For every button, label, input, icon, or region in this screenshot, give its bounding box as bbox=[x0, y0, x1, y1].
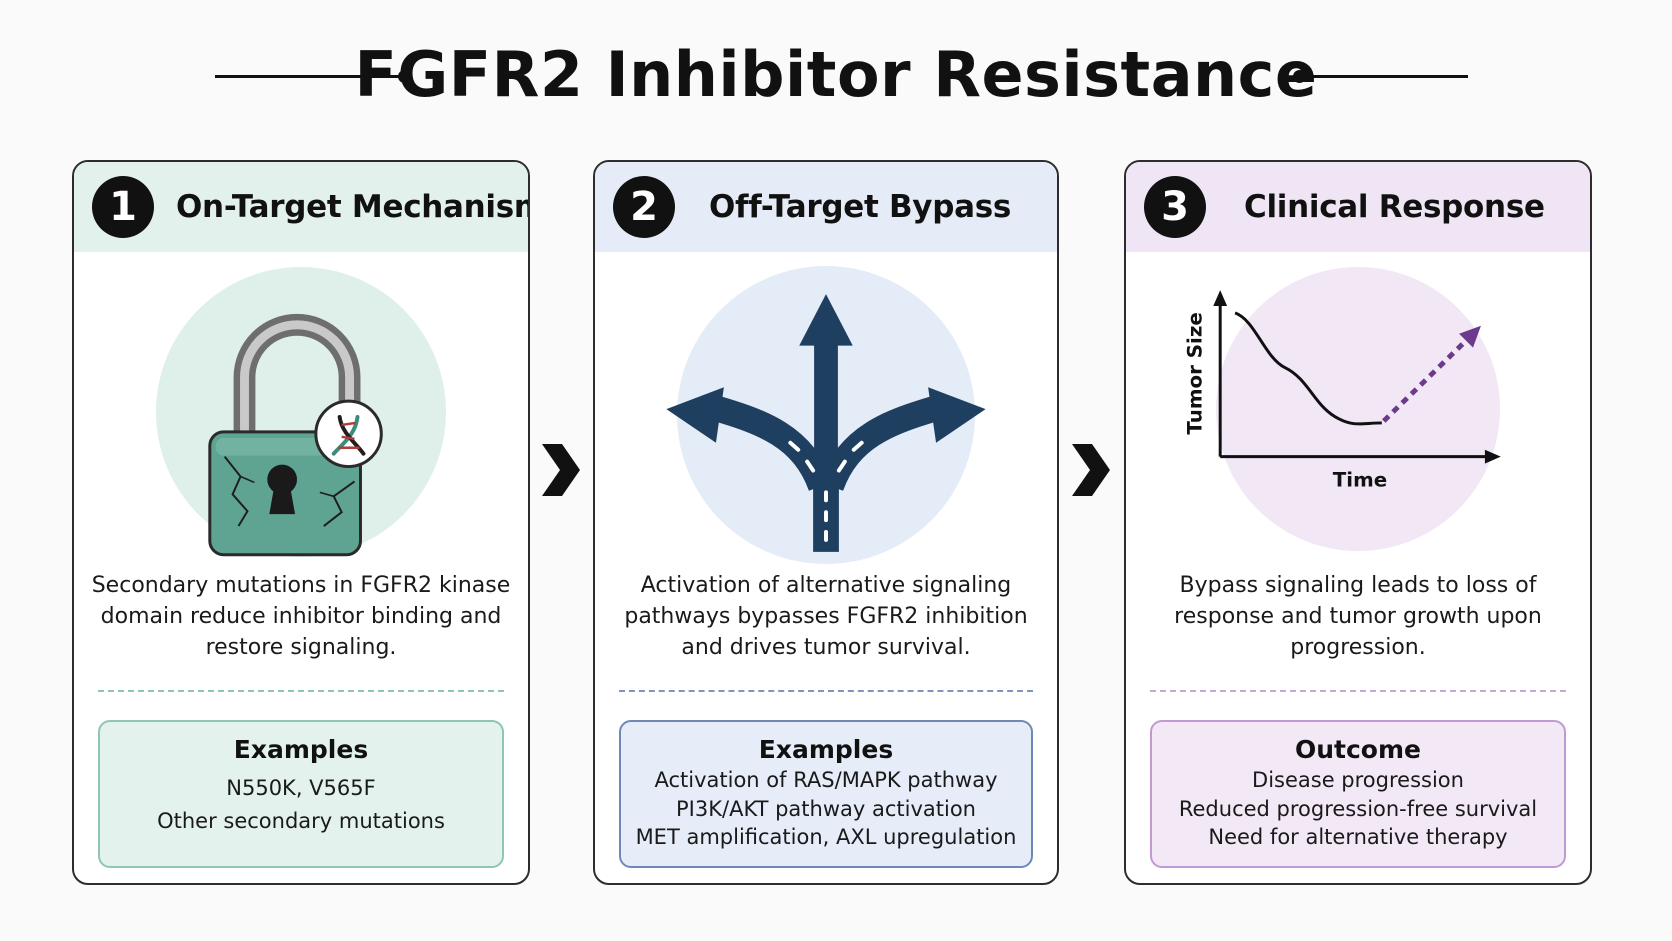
box-item: Reduced progression-free survival bbox=[1178, 796, 1538, 821]
x-axis-label: Time bbox=[1333, 468, 1387, 491]
box-item: Activation of RAS/MAPK pathway bbox=[654, 768, 998, 792]
step-number-badge: 2 bbox=[613, 176, 675, 238]
y-axis-label: Tumor Size bbox=[1183, 312, 1206, 434]
panel-header: 1 On-Target Mechanism bbox=[74, 162, 528, 252]
box-item: PI3K/AKT pathway activation bbox=[676, 796, 976, 821]
diverging-arrows-icon bbox=[666, 294, 986, 552]
step-number-badge: 3 bbox=[1144, 176, 1206, 238]
title-dot-right bbox=[1293, 70, 1306, 83]
examples-box: Examples Activation of RAS/MAPK pathway … bbox=[619, 720, 1033, 868]
box-title: Examples bbox=[233, 735, 369, 764]
box-title: Outcome bbox=[1294, 735, 1421, 764]
panel-title: Off-Target Bypass bbox=[709, 189, 1012, 225]
box-item: N550K, V565F bbox=[226, 776, 376, 800]
panel-header: 2 Off-Target Bypass bbox=[595, 162, 1057, 252]
title-rule-right bbox=[1300, 75, 1468, 78]
box-item: Need for alternative therapy bbox=[1208, 825, 1508, 849]
tumor-size-curve-icon: Tumor Size Time bbox=[1183, 290, 1501, 491]
illustration-circle bbox=[1216, 267, 1500, 551]
panel-description: Secondary mutations in FGFR2 kinase doma… bbox=[91, 573, 511, 660]
step-number-badge: 1 bbox=[92, 176, 154, 238]
panel-description: Bypass signaling leads to loss of respon… bbox=[1174, 573, 1542, 660]
panel-off-target: 2 Off-Target Bypass bbox=[593, 160, 1059, 885]
dashed-divider bbox=[619, 690, 1033, 692]
box-title: Examples bbox=[758, 735, 894, 764]
cracked-padlock-icon bbox=[208, 313, 383, 557]
examples-box: Examples N550K, V565F Other secondary mu… bbox=[98, 720, 504, 868]
page-title: FGFR2 Inhibitor Resistance bbox=[354, 38, 1318, 111]
panel-title: Clinical Response bbox=[1244, 189, 1545, 225]
dashed-divider bbox=[1150, 690, 1566, 692]
title-row: FGFR2 Inhibitor Resistance bbox=[0, 34, 1672, 114]
box-item: MET amplification, AXL upregulation bbox=[635, 825, 1017, 849]
panel-header: 3 Clinical Response bbox=[1126, 162, 1590, 252]
panel-description: Activation of alternative signaling path… bbox=[624, 573, 1028, 660]
chevron-right-icon bbox=[1072, 444, 1110, 496]
dna-icon bbox=[314, 399, 383, 469]
chevron-right-icon bbox=[542, 444, 580, 496]
box-item: Disease progression bbox=[1252, 768, 1464, 792]
box-item: Other secondary mutations bbox=[157, 809, 445, 833]
title-dot-left bbox=[398, 70, 411, 83]
title-rule-left bbox=[215, 75, 405, 78]
outcome-box: Outcome Disease progression Reduced prog… bbox=[1150, 720, 1566, 868]
panel-clinical-response: 3 Clinical Response Tumor Size Time Bypa… bbox=[1124, 160, 1592, 885]
panel-title: On-Target Mechanism bbox=[176, 189, 530, 225]
panel-on-target: 1 On-Target Mechanism bbox=[72, 160, 530, 885]
dashed-divider bbox=[98, 690, 504, 692]
